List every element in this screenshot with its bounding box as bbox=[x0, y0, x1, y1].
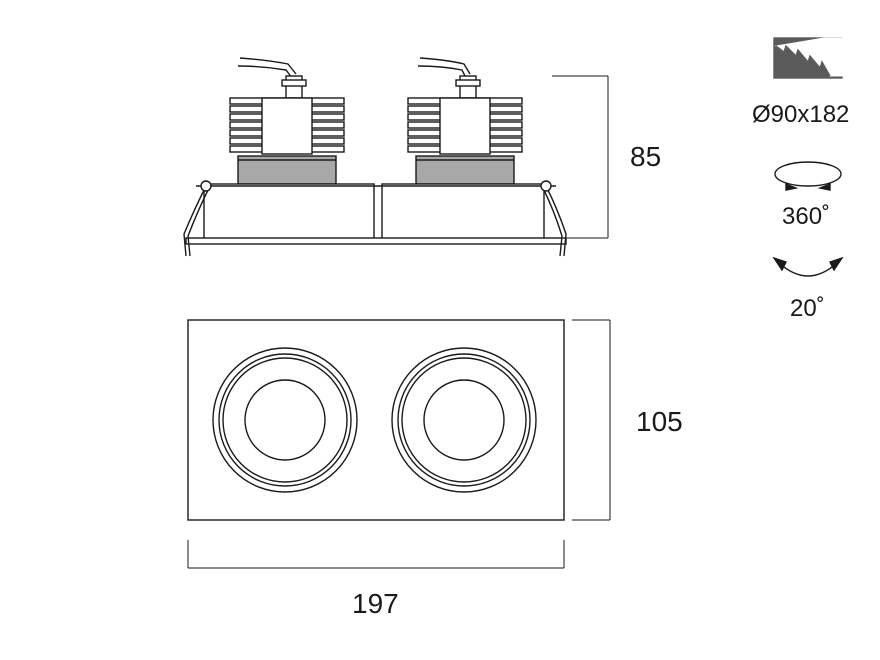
rotation-label: 360˚ bbox=[782, 203, 831, 230]
ceiling-cutout-icon bbox=[773, 37, 845, 79]
left-housing bbox=[203, 183, 375, 241]
trim-outline bbox=[187, 319, 565, 521]
left-heatsink bbox=[229, 97, 345, 155]
rotation-360-icon bbox=[774, 161, 842, 191]
depth-label: 105 bbox=[636, 406, 683, 437]
height-label: 85 bbox=[630, 141, 662, 172]
width-dimension bbox=[187, 540, 565, 569]
tilt-label: 20˚ bbox=[790, 295, 825, 322]
cutout-label: Ø90x182 bbox=[752, 101, 850, 128]
width-label: 197 bbox=[352, 588, 399, 619]
right-heatsink bbox=[407, 97, 523, 155]
depth-dimension bbox=[572, 319, 611, 521]
tilt-arc-icon bbox=[772, 256, 844, 277]
right-housing bbox=[381, 183, 545, 241]
height-dimension bbox=[552, 75, 609, 239]
trim-plate bbox=[185, 237, 567, 245]
top-view bbox=[187, 319, 565, 521]
side-view bbox=[183, 57, 567, 257]
